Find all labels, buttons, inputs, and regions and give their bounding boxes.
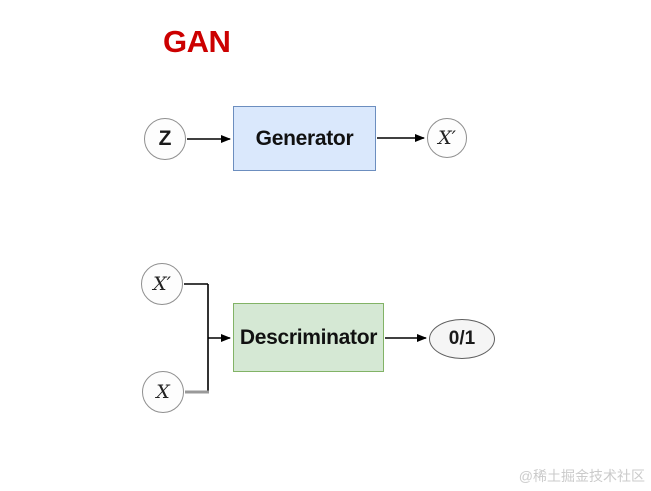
node-x-prime-output: X′ [427, 118, 467, 158]
node-output-0-1-label: 0/1 [448, 328, 476, 349]
generator-label: Generator [255, 126, 354, 150]
discriminator-label: Descriminator [239, 325, 378, 349]
discriminator-box: Descriminator [233, 303, 384, 372]
generator-box: Generator [233, 106, 376, 171]
node-x-real-input-label: X [156, 381, 170, 403]
watermark: @稀土掘金技术社区 [518, 468, 645, 484]
node-x-prime-fake-input: X′ [141, 263, 183, 305]
node-x-real-input: X [142, 371, 184, 413]
node-x-prime-fake-input-label: X′ [153, 273, 171, 295]
node-x-prime-output-label: X′ [438, 127, 456, 149]
node-z-input: Z [144, 118, 186, 160]
node-z-label: Z [158, 127, 172, 150]
node-output-0-1: 0/1 [429, 319, 495, 359]
diagram-title: GAN [163, 24, 231, 59]
